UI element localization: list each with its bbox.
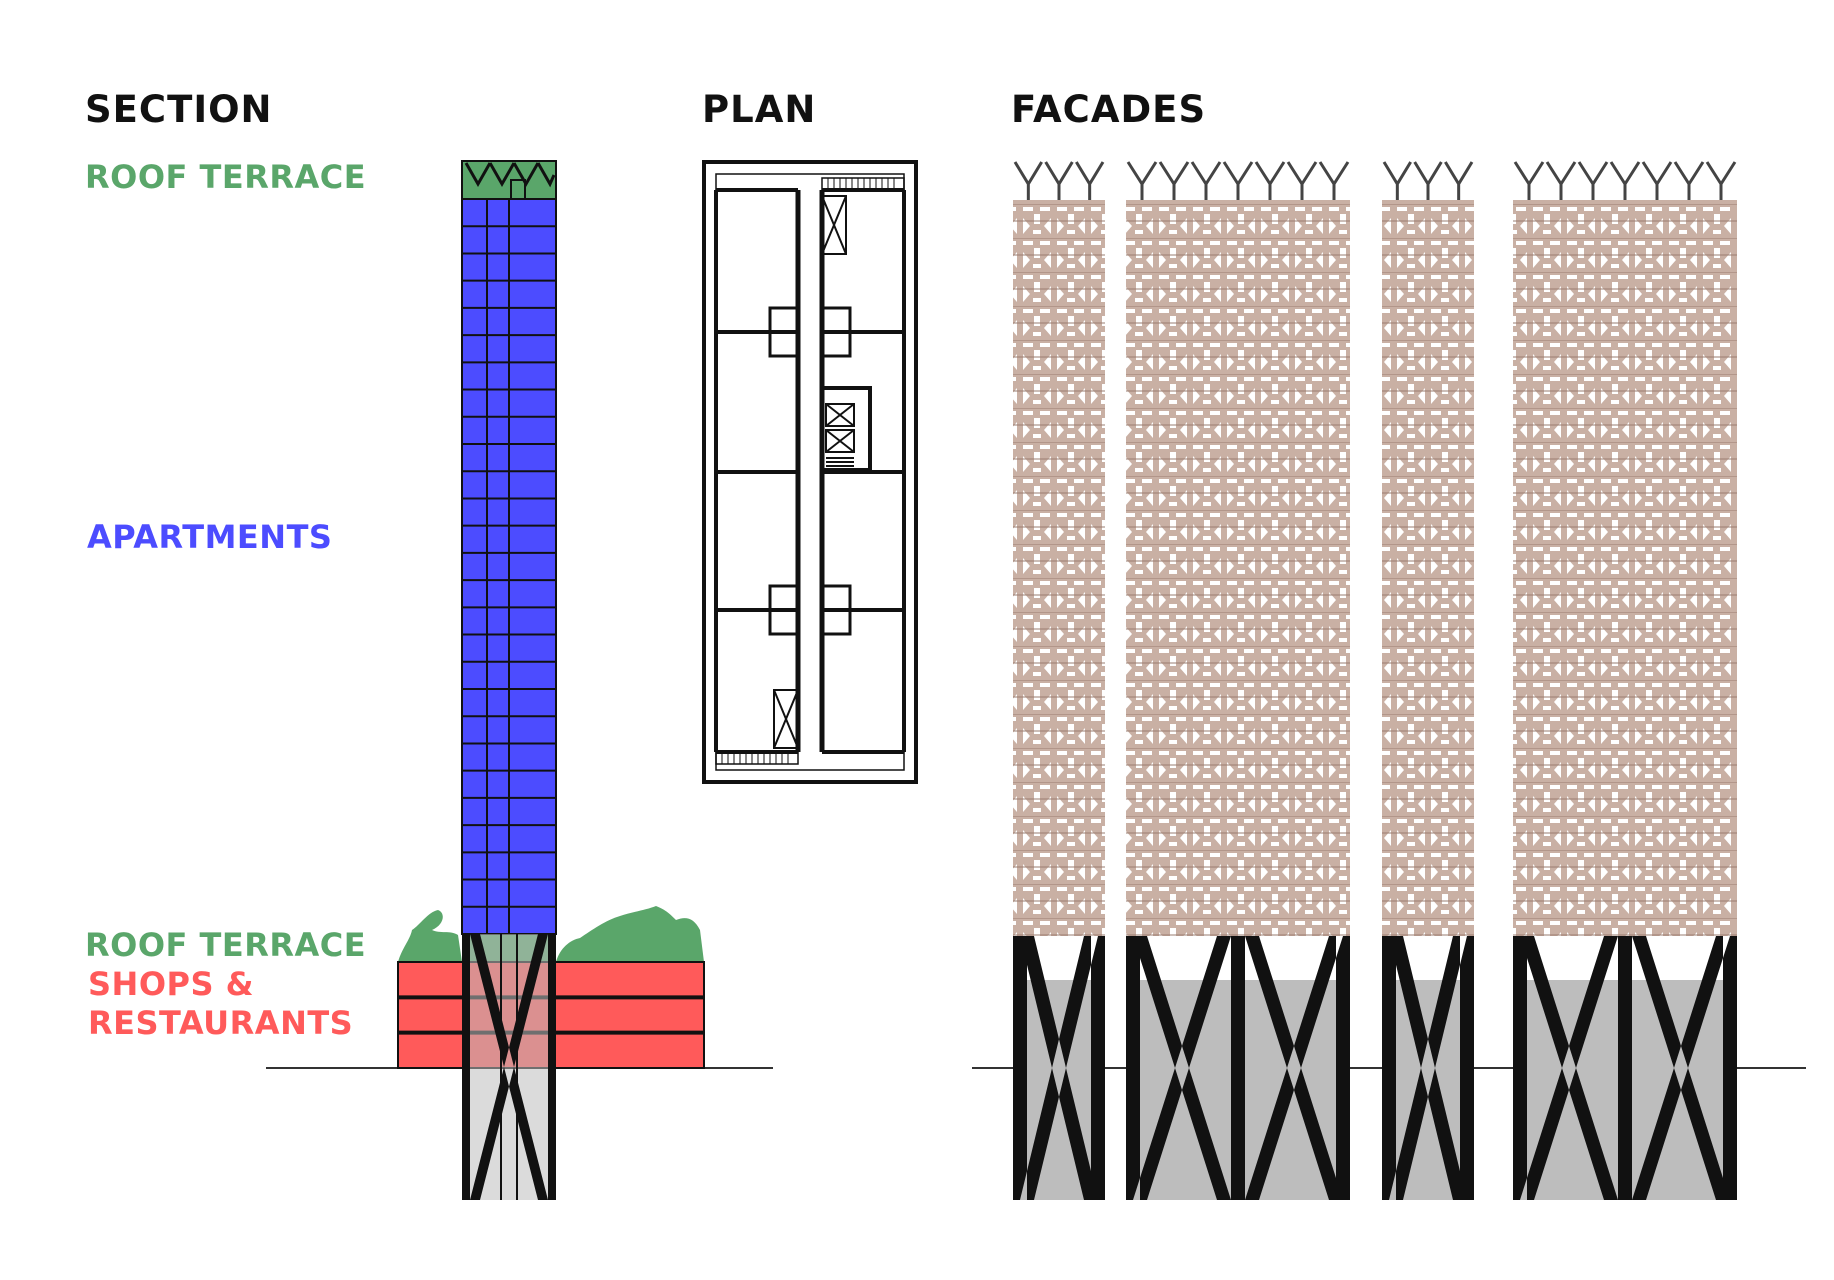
roof-terrace-top-label: ROOF TERRACE: [85, 158, 367, 196]
plan-stair-top-treads: [827, 178, 895, 190]
section-heading: SECTION: [85, 88, 273, 131]
facade-base-fill: [1382, 980, 1474, 1200]
plan-heading: PLAN: [702, 88, 817, 131]
facades-drawing: [972, 161, 1806, 1200]
facade-base-bracing: [1126, 936, 1350, 1200]
plan-drawing: [702, 160, 918, 784]
facade-crown: [1382, 161, 1474, 200]
plan-unit-walls-left: [714, 188, 798, 754]
facade-screen: [1513, 200, 1737, 936]
section-drawing: [266, 160, 773, 1200]
tower-base-structure: [462, 934, 556, 1200]
facade-screen: [1382, 200, 1474, 936]
podium-roof-terrace: [398, 906, 704, 962]
plan-stair-bottom: [715, 751, 799, 765]
plan-core-central: [820, 386, 872, 472]
facade-3: [1382, 161, 1474, 1200]
plan-bathroom-pods: [768, 306, 852, 636]
facade-screen: [1126, 200, 1350, 936]
facade-crown: [1126, 161, 1350, 200]
restaurants-label: RESTAURANTS: [88, 1004, 354, 1042]
facade-crown: [1513, 161, 1737, 200]
plan-stair-bottom-treads: [721, 752, 789, 764]
plan-outer-wall: [702, 160, 918, 784]
facade-base-bracing: [1382, 936, 1474, 1200]
plan-lift-top: [821, 195, 847, 255]
facade-base-fill: [1013, 980, 1105, 1200]
plan-lift-bottom: [773, 689, 799, 749]
plan-stair-top: [821, 177, 905, 191]
roof-terrace-podium-label: ROOF TERRACE: [85, 926, 367, 964]
facade-4: [1513, 161, 1737, 1200]
facade-crown: [1013, 161, 1105, 200]
facade-base-bracing: [1513, 936, 1737, 1200]
shops-label: SHOPS &: [88, 965, 255, 1003]
facade-screen: [1013, 200, 1105, 936]
facade-2: [1126, 161, 1350, 1200]
facade-1: [1013, 161, 1105, 1200]
facades-heading: FACADES: [1011, 88, 1207, 131]
facade-base-bracing: [1013, 936, 1105, 1200]
tower-roof-crown: [464, 162, 556, 188]
apartments-label: APARTMENTS: [87, 518, 333, 556]
